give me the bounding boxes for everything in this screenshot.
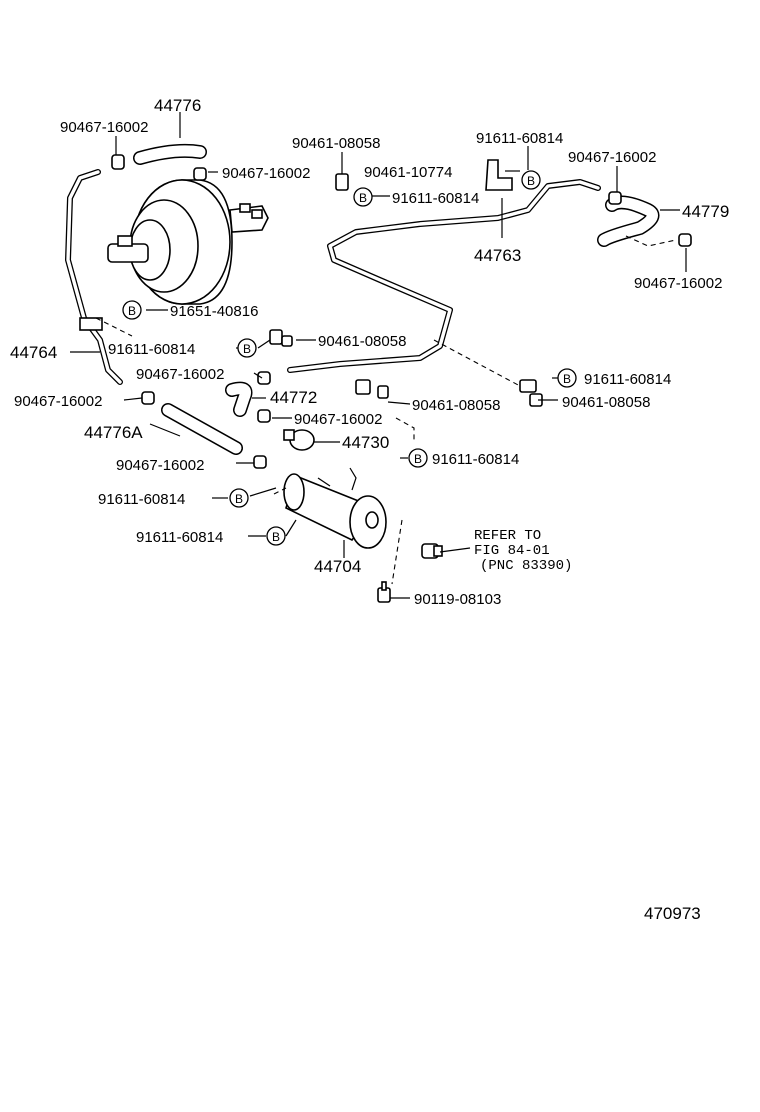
callout-44730: 44730 <box>342 433 389 452</box>
hose-44776 <box>134 145 206 164</box>
callout-44776A: 44776A <box>84 423 143 442</box>
callout-90119-08103: 90119-08103 <box>414 591 501 608</box>
clip-icon <box>269 329 283 345</box>
bolt-marker-icon: B <box>266 526 286 546</box>
clip-icon <box>335 173 349 191</box>
callout-90467-16002: 90467-16002 <box>136 366 224 383</box>
callout-90461-08058: 90461-08058 <box>292 135 380 152</box>
svg-text:B: B <box>243 342 251 356</box>
svg-text:B: B <box>563 372 571 386</box>
svg-text:B: B <box>235 492 243 506</box>
hose-clamp-icon <box>257 409 271 423</box>
refer-note-line2: FIG 84-01 <box>474 543 550 559</box>
callout-90467-16002: 90467-16002 <box>222 165 310 182</box>
hose-44772 <box>226 383 251 416</box>
callout-91611-60814: 91611-60814 <box>98 491 185 508</box>
hose-clamp-icon <box>141 391 155 405</box>
bolt-marker-icon: B <box>122 300 142 320</box>
clip-icon <box>377 385 389 399</box>
bolt-marker-icon: B <box>229 488 249 508</box>
hose-clamp-icon <box>678 233 692 247</box>
hose-clamp-icon <box>111 154 125 170</box>
callout-90461-08058: 90461-08058 <box>412 397 500 414</box>
clip-icon <box>355 379 371 395</box>
callout-44776: 44776 <box>154 96 201 115</box>
vacuum-switch <box>421 543 443 559</box>
check-valve-44730 <box>283 429 315 451</box>
callout-90461-10774: 90461-10774 <box>364 164 452 181</box>
bolt-marker-icon: B <box>521 170 541 190</box>
callout-44772: 44772 <box>270 388 317 407</box>
callout-90461-08058: 90461-08058 <box>318 333 406 350</box>
svg-text:B: B <box>272 530 280 544</box>
callout-90467-16002: 90467-16002 <box>60 119 148 136</box>
callout-91611-60814: 91611-60814 <box>476 130 563 147</box>
refer-note-line1: REFER TO <box>474 528 541 544</box>
svg-text:B: B <box>414 452 422 466</box>
pipe-44764 <box>66 170 122 384</box>
callout-91611-60814: 91611-60814 <box>432 451 519 468</box>
hose-44779 <box>598 196 658 246</box>
canister-44704 <box>283 467 387 549</box>
hose-44776A <box>162 404 242 454</box>
callout-91611-60814: 91611-60814 <box>108 341 195 358</box>
pipe-bracket <box>79 317 103 331</box>
callout-91611-60814: 91611-60814 <box>584 371 671 388</box>
refer-note-line3: (PNC 83390) <box>480 558 572 574</box>
hose-clamp-icon <box>608 191 622 205</box>
callout-90467-16002: 90467-16002 <box>568 149 656 166</box>
bolt-marker-icon: B <box>353 187 373 207</box>
callout-91651-40816: 91651-40816 <box>170 303 258 320</box>
callout-90467-16002: 90467-16002 <box>14 393 102 410</box>
callout-90467-16002: 90467-16002 <box>116 457 204 474</box>
callout-44704: 44704 <box>314 557 361 576</box>
hose-clamp-icon <box>253 455 267 469</box>
callout-91611-60814: 91611-60814 <box>392 190 479 207</box>
callout-90467-16002: 90467-16002 <box>634 275 722 292</box>
brake-booster <box>107 179 269 305</box>
callout-90467-16002: 90467-16002 <box>294 411 382 428</box>
bolt-marker-icon: B <box>408 448 428 468</box>
hose-clamp-icon <box>257 371 271 385</box>
svg-text:B: B <box>359 191 367 205</box>
callout-90461-08058: 90461-08058 <box>562 394 650 411</box>
callout-44763: 44763 <box>474 246 521 265</box>
svg-text:B: B <box>527 174 535 188</box>
bolt-marker-icon: B <box>557 368 577 388</box>
figure-number: 470973 <box>644 904 701 923</box>
clip-icon <box>519 379 537 393</box>
bolt-marker-icon: B <box>237 338 257 358</box>
callout-91611-60814: 91611-60814 <box>136 529 223 546</box>
bracket-icon <box>485 159 513 191</box>
clip-icon <box>281 335 293 347</box>
callout-44779: 44779 <box>682 202 729 221</box>
callout-44764: 44764 <box>10 343 57 362</box>
pipe-44763 <box>288 180 600 372</box>
hose-clamp-icon <box>193 167 207 181</box>
bolt-90119 <box>377 581 391 603</box>
svg-text:B: B <box>128 304 136 318</box>
